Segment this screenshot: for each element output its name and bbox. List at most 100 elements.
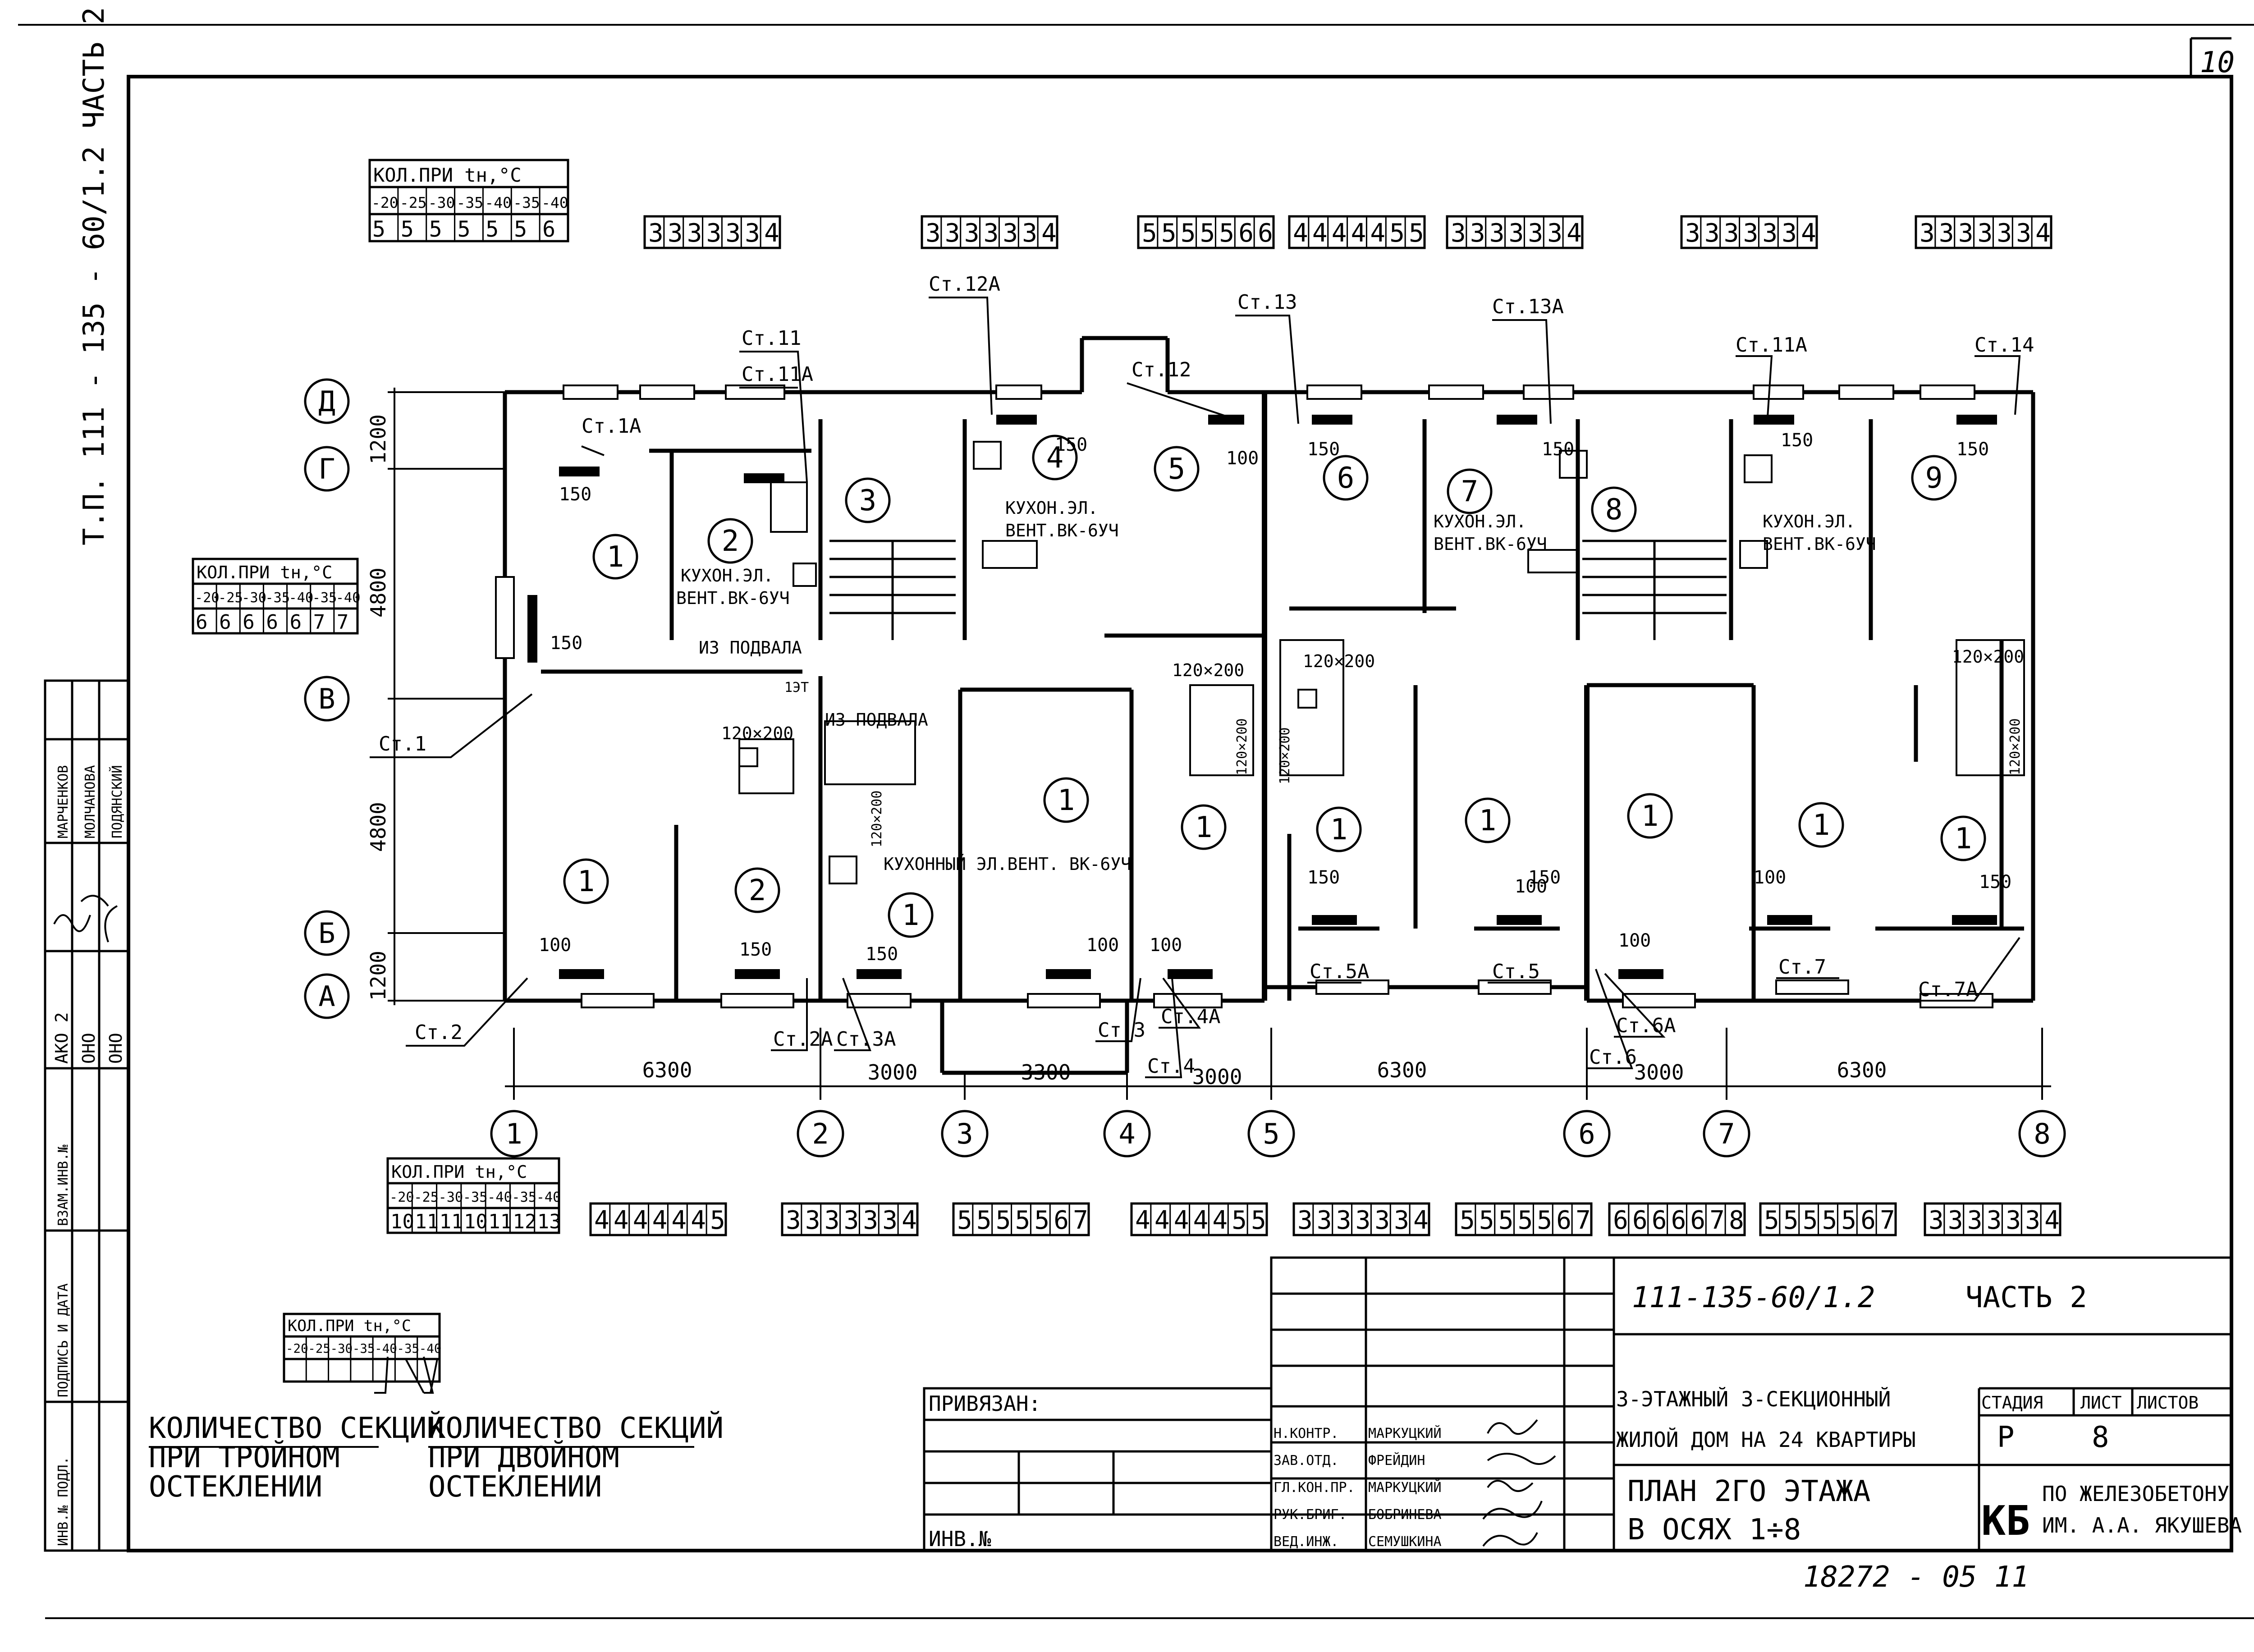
code-digit: 6 bbox=[1258, 219, 1273, 248]
riser-label: Ст.11А bbox=[1736, 334, 1807, 357]
heat-table-temp: -35 bbox=[463, 1190, 488, 1205]
room-number-circle bbox=[707, 518, 753, 564]
code-digit: 5 bbox=[1764, 1206, 1779, 1235]
stage-value: Р bbox=[1997, 1421, 2015, 1454]
code-box bbox=[781, 1202, 919, 1236]
axis-column-label: 2 bbox=[812, 1117, 829, 1150]
code-digit: 4 bbox=[2044, 1206, 2060, 1235]
code-digit: 5 bbox=[1161, 219, 1177, 248]
heat-table-temp: -30 bbox=[428, 194, 455, 211]
axis-column-dim: 3000 bbox=[1634, 1060, 1684, 1085]
room-number: 2 bbox=[749, 874, 766, 907]
code-digit: 4 bbox=[764, 219, 779, 248]
riser-label: Ст.12А bbox=[929, 273, 1000, 296]
stage-label: СТАДИЯ bbox=[1981, 1393, 2043, 1413]
offset-dim: 150 bbox=[559, 484, 591, 505]
note-kitchen-vent-2b: ВЕНТ.ВК-6УЧ bbox=[1005, 521, 1119, 540]
vertical-title: Т.П. 111 - 135 - 60/1.2 ЧАСТЬ 2 bbox=[78, 7, 111, 545]
heat-table-value: 10 bbox=[464, 1210, 488, 1233]
room-number-circle bbox=[1798, 802, 1844, 848]
code-digit: 7 bbox=[1073, 1206, 1088, 1235]
offset-dim: 100 bbox=[1515, 876, 1547, 897]
org-logo: КБ bbox=[1981, 1497, 2030, 1545]
legend-triple-2: ПРИ ТРОЙНОМ bbox=[149, 1440, 340, 1474]
riser-label: Ст.6 bbox=[1589, 1046, 1637, 1069]
code-digit: 3 bbox=[1317, 1206, 1332, 1235]
axis-bubble bbox=[2018, 1110, 2066, 1158]
code-digit: 7 bbox=[1880, 1206, 1895, 1235]
heat-table-temp: -20 bbox=[195, 590, 220, 606]
note-duct-v2: 120×200 bbox=[1234, 718, 1250, 775]
role-1: Н.КОНТР. bbox=[1274, 1426, 1339, 1441]
code-box bbox=[1292, 1202, 1430, 1236]
stamp-code-2: ОНО bbox=[79, 1033, 99, 1064]
riser-label: Ст.5 bbox=[1492, 960, 1540, 983]
heat-table-temp: -40 bbox=[336, 590, 361, 606]
heat-table-temp: -20 bbox=[389, 1190, 414, 1205]
axis-bubble bbox=[304, 973, 350, 1019]
heat-table-value: 11 bbox=[415, 1210, 439, 1233]
riser-label: Ст.6А bbox=[1616, 1014, 1676, 1037]
note-duct-1: 120×200 bbox=[721, 723, 793, 743]
code-digit: 3 bbox=[1489, 219, 1505, 248]
axis-row-dim: 1200 bbox=[366, 414, 390, 464]
heat-table-temp: -40 bbox=[419, 1341, 442, 1356]
note-duct-v4: 120×200 bbox=[2007, 718, 2023, 775]
code-digit: 4 bbox=[652, 1206, 668, 1235]
code-digit: 3 bbox=[1003, 219, 1018, 248]
riser-label: Ст.14 bbox=[1975, 334, 2034, 357]
code-digit: 3 bbox=[1724, 219, 1739, 248]
code-digit: 3 bbox=[2016, 219, 2031, 248]
note-kitchen-vent-3a: КУХОН.ЭЛ. bbox=[1434, 512, 1526, 531]
heat-table-value: 5 bbox=[372, 217, 385, 242]
code-digit: 6 bbox=[1860, 1206, 1876, 1235]
axis-bubble bbox=[1247, 1110, 1295, 1158]
riser-label: Ст.11А bbox=[742, 363, 813, 386]
room-number-circle bbox=[1940, 815, 1986, 861]
code-digit: 3 bbox=[745, 219, 760, 248]
code-digit: 4 bbox=[1212, 1206, 1228, 1235]
code-box bbox=[643, 215, 781, 249]
code-digit: 3 bbox=[1374, 1206, 1390, 1235]
heat-table-header: КОЛ.ПРИ tн,°C bbox=[373, 164, 522, 186]
name-1: МАРКУЦКИЙ bbox=[1368, 1425, 1442, 1441]
offset-dim: 100 bbox=[1618, 930, 1651, 951]
code-digit: 5 bbox=[1479, 1206, 1494, 1235]
code-digit: 3 bbox=[2025, 1206, 2040, 1235]
room-number-circle bbox=[1911, 455, 1957, 501]
sheet-title-2: В ОСЯХ 1÷8 bbox=[1627, 1513, 1801, 1547]
code-digit: 3 bbox=[706, 219, 722, 248]
sheets-label: ЛИСТОВ bbox=[2137, 1393, 2199, 1413]
note-kitchen-vent-4b: ВЕНТ.ВК-6УЧ bbox=[1763, 534, 1876, 554]
code-digit: 3 bbox=[1967, 1206, 1983, 1235]
inv-no-label: ИНВ.№ bbox=[929, 1527, 991, 1551]
code-digit: 5 bbox=[1803, 1206, 1818, 1235]
room-number: 4 bbox=[1046, 441, 1064, 475]
left-stamp bbox=[44, 679, 130, 1552]
code-digit: 5 bbox=[1181, 219, 1196, 248]
org-2: ИМ. А.А. ЯКУШЕВА bbox=[2042, 1513, 2242, 1538]
riser-label: Ст.3 bbox=[1098, 1019, 1145, 1042]
code-digit: 5 bbox=[1251, 1206, 1266, 1235]
code-digit: 5 bbox=[710, 1206, 725, 1235]
code-digit: 4 bbox=[1312, 219, 1328, 248]
code-digit: 3 bbox=[1743, 219, 1759, 248]
name-2: ФРЕЙДИН bbox=[1368, 1452, 1425, 1469]
axis-row-dim: 4800 bbox=[366, 802, 390, 852]
code-digit: 5 bbox=[1232, 1206, 1247, 1235]
room-number-circle bbox=[1447, 468, 1493, 514]
code-digit: 4 bbox=[1154, 1206, 1170, 1235]
code-digit: 4 bbox=[2035, 219, 2051, 248]
axis-bubble bbox=[1563, 1110, 1611, 1158]
code-digit: 6 bbox=[1652, 1206, 1667, 1235]
code-box bbox=[1446, 215, 1584, 249]
heat-table-value: 13 bbox=[537, 1210, 561, 1233]
code-digit: 3 bbox=[805, 1206, 820, 1235]
heat-table-value: 5 bbox=[458, 217, 471, 242]
code-digit: 4 bbox=[1351, 219, 1366, 248]
code-box bbox=[952, 1202, 1090, 1236]
code-box bbox=[1924, 1202, 2062, 1236]
room-number-circle bbox=[1465, 797, 1511, 843]
